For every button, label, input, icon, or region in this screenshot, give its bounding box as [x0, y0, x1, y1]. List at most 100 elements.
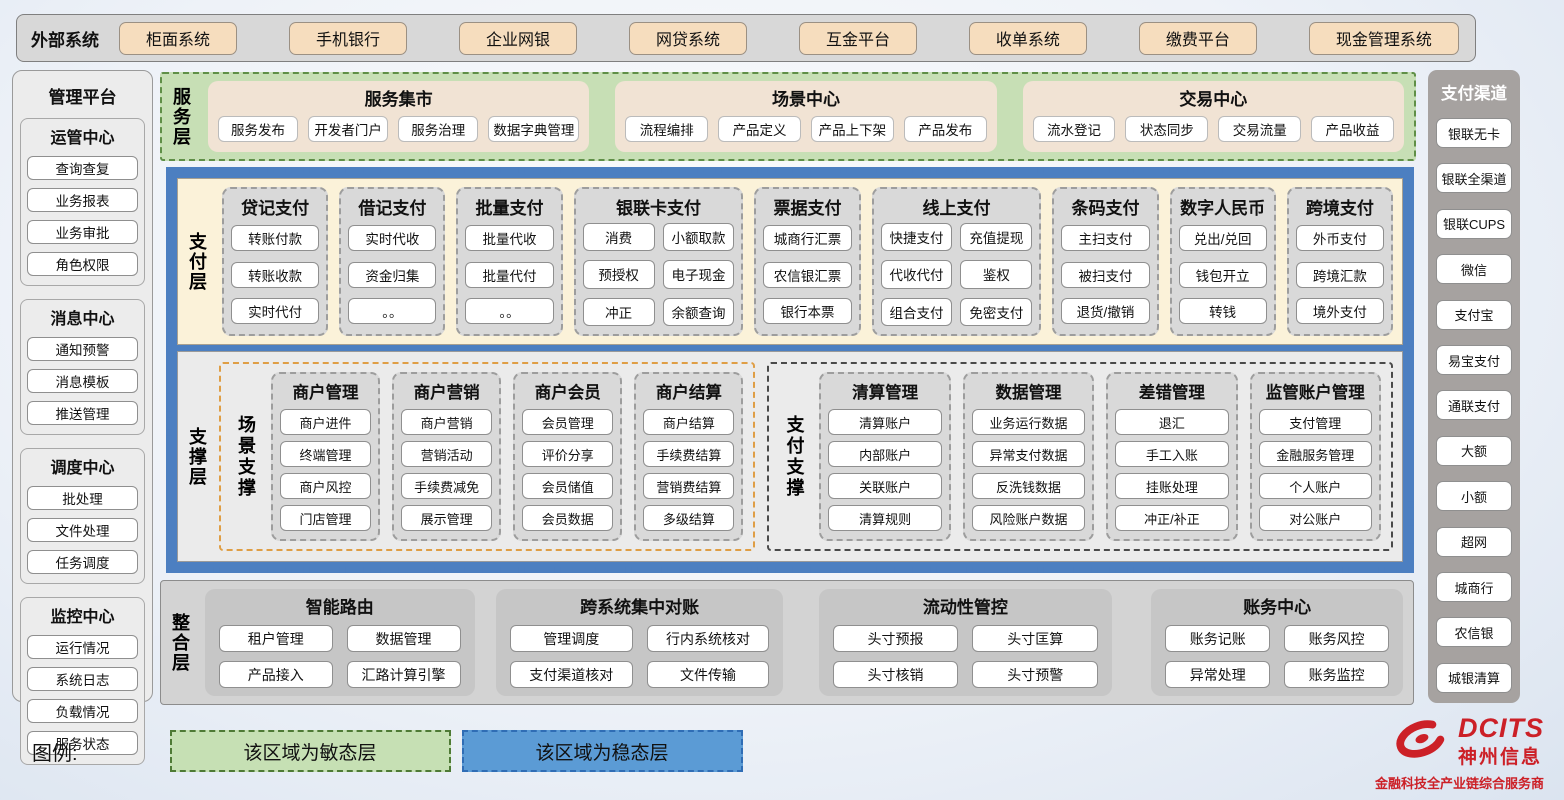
- support-item: 营销费结算: [643, 473, 735, 499]
- integration-section-title: 智能路由: [305, 598, 374, 617]
- service-item: 服务发布: [218, 116, 299, 142]
- support-layer-label: 支撑层: [187, 426, 207, 487]
- support-item: 商户结算: [643, 409, 735, 435]
- payment-category-title: 银联卡支付: [616, 199, 702, 218]
- support-item: 营销活动: [401, 441, 493, 467]
- payment-category-items: 批量代收批量代付。。: [465, 219, 554, 326]
- payment-category-title: 数字人民币: [1180, 199, 1266, 218]
- payment-item: 代收代付: [880, 260, 953, 289]
- support-item: 展示管理: [401, 505, 493, 531]
- management-group-title: 运管中心: [50, 130, 115, 147]
- support-category: 商户管理商户进件终端管理商户风控门店管理: [271, 372, 381, 541]
- integration-item: 账务监控: [1284, 661, 1389, 688]
- external-system-chip: 企业网银: [458, 21, 577, 55]
- management-group: 消息中心通知预警消息模板推送管理: [20, 299, 145, 435]
- service-section-items: 流程编排产品定义产品上下架产品发布: [625, 116, 987, 142]
- payment-category: 跨境支付外币支付跨境汇款境外支付: [1286, 187, 1393, 336]
- support-item: 商户风控: [280, 473, 372, 499]
- support-item: 会员管理: [522, 409, 614, 435]
- payment-layer-label: 支付层: [187, 231, 207, 292]
- support-category-title: 差错管理: [1138, 384, 1205, 402]
- payment-category: 数字人民币兑出/兑回钱包开立转钱: [1169, 187, 1276, 336]
- payment-category: 批量支付批量代收批量代付。。: [456, 187, 563, 336]
- legend-label: 图例:: [32, 742, 78, 765]
- service-section: 场景中心流程编排产品定义产品上下架产品发布: [615, 81, 997, 152]
- payment-category-items: 主扫支付被扫支付退货/撤销: [1061, 219, 1150, 326]
- dcits-logo: DCITS 神州信息 金融科技全产业链综合服务商: [1375, 713, 1544, 792]
- payment-category-items: 城商行汇票农信银汇票银行本票: [763, 219, 852, 326]
- service-section-title: 服务集市: [364, 90, 433, 109]
- integration-item: 文件传输: [646, 661, 770, 688]
- support-item: 终端管理: [280, 441, 372, 467]
- logo-tagline: 金融科技全产业链综合服务商: [1374, 776, 1544, 791]
- external-system-chip: 网贷系统: [628, 21, 747, 55]
- payment-item: 境外支付: [1295, 297, 1384, 324]
- legend-stable-zone: 该区域为稳态层: [461, 730, 743, 772]
- support-category: 商户会员会员管理评价分享会员储值会员数据: [513, 372, 623, 541]
- management-item: 系统日志: [27, 667, 138, 691]
- integration-item: 头寸预警: [972, 661, 1099, 688]
- payment-category-items: 实时代收资金归集。。: [348, 219, 437, 326]
- integration-item: 账务风控: [1284, 625, 1389, 652]
- management-item: 负载情况: [27, 699, 138, 723]
- service-section-items: 服务发布开发者门户服务治理数据字典管理: [218, 116, 580, 142]
- payment-item: 资金归集: [348, 261, 437, 288]
- support-group-columns: 清算管理清算账户内部账户关联账户清算规则数据管理业务运行数据异常支付数据反洗钱数…: [819, 372, 1381, 541]
- integration-item: 头寸匡算: [972, 625, 1099, 652]
- support-category-title: 商户结算: [655, 384, 722, 402]
- integration-item: 数据管理: [346, 625, 461, 652]
- support-item: 金融服务管理: [1258, 441, 1372, 467]
- service-item: 产品发布: [903, 116, 987, 142]
- payment-category: 线上支付快捷支付充值提现代收代付鉴权组合支付免密支付: [871, 187, 1042, 336]
- support-item: 内部账户: [828, 441, 942, 467]
- payment-item: 城商行汇票: [763, 225, 852, 252]
- payment-item: 快捷支付: [880, 223, 953, 252]
- payment-channel-chip: 大额: [1436, 435, 1512, 466]
- support-item: 异常支付数据: [971, 441, 1086, 467]
- external-system-chip: 现金管理系统: [1308, 21, 1459, 55]
- integration-section-items: 账务记账账务风控异常处理账务监控: [1165, 625, 1389, 688]
- management-group-title: 监控中心: [50, 609, 115, 626]
- external-system-chip: 手机银行: [288, 21, 407, 55]
- service-item: 产品定义: [718, 116, 801, 142]
- payment-layer: 支付层 贷记支付转账付款转账收款实时代付借记支付实时代收资金归集。。批量支付批量…: [177, 178, 1403, 345]
- service-section-items: 流水登记状态同步交易流量产品收益: [1032, 116, 1394, 142]
- integration-layer-sections: 智能路由租户管理数据管理产品接入汇路计算引擎跨系统集中对账管理调度行内系统核对支…: [205, 589, 1403, 696]
- integration-section-items: 租户管理数据管理产品接入汇路计算引擎: [219, 625, 461, 688]
- payment-item: 外币支付: [1295, 225, 1384, 252]
- integration-section: 账务中心账务记账账务风控异常处理账务监控: [1151, 589, 1403, 696]
- management-item: 任务调度: [27, 550, 138, 574]
- payment-channel-chip: 通联支付: [1436, 390, 1512, 421]
- integration-item: 汇路计算引擎: [346, 661, 461, 688]
- support-category: 商户结算商户结算手续费结算营销费结算多级结算: [634, 372, 744, 541]
- management-item: 文件处理: [27, 518, 138, 542]
- payment-item: 免密支付: [960, 297, 1033, 326]
- management-group-title: 消息中心: [50, 311, 115, 328]
- management-group: 调度中心批处理文件处理任务调度: [20, 448, 145, 584]
- payment-category-title: 贷记支付: [241, 199, 310, 218]
- payment-item: 电子现金: [662, 260, 735, 289]
- payment-channel-chip: 微信: [1436, 254, 1512, 285]
- payment-channel-chip: 城银清算: [1436, 662, 1512, 693]
- support-item: 商户营销: [401, 409, 493, 435]
- payment-category-items: 兑出/兑回钱包开立转钱: [1178, 219, 1267, 326]
- support-item: 风险账户数据: [971, 505, 1086, 531]
- external-systems-list: 柜面系统手机银行企业网银网贷系统互金平台收单系统缴费平台现金管理系统: [119, 21, 1459, 55]
- integration-layer: 整合层 智能路由租户管理数据管理产品接入汇路计算引擎跨系统集中对账管理调度行内系…: [160, 580, 1414, 705]
- support-item: 清算账户: [828, 409, 942, 435]
- support-item: 会员数据: [522, 505, 614, 531]
- support-item: 评价分享: [522, 441, 614, 467]
- support-item: 手工入账: [1115, 441, 1229, 467]
- dcits-swirl-icon: [1390, 713, 1452, 770]
- payment-category-title: 跨境支付: [1305, 199, 1374, 218]
- payment-item: 实时代收: [348, 225, 437, 252]
- service-layer-label: 服务层: [171, 86, 191, 147]
- service-section-title: 场景中心: [771, 90, 840, 109]
- payment-category: 贷记支付转账付款转账收款实时代付: [222, 187, 329, 336]
- payment-channel-chip: 超网: [1436, 526, 1512, 557]
- integration-item: 行内系统核对: [646, 625, 770, 652]
- payment-channel-chip: 银联CUPS: [1436, 208, 1512, 239]
- management-item: 服务状态: [27, 731, 138, 755]
- support-item: 业务运行数据: [971, 409, 1086, 435]
- payment-item: 退货/撤销: [1061, 297, 1150, 324]
